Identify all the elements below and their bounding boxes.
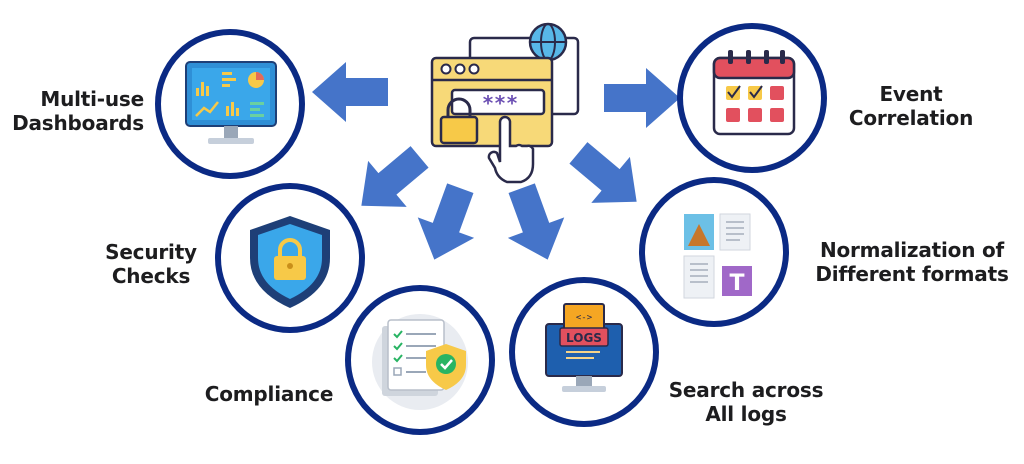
feature-dashboards: [155, 29, 305, 179]
svg-text:T: T: [729, 271, 744, 296]
calendar-icon: [712, 50, 796, 136]
compliance-checklist-icon: [372, 314, 468, 410]
feature-security-checks: [215, 183, 365, 333]
documents-formats-icon: T: [683, 213, 752, 299]
logs-badge: LOGS: [566, 331, 602, 345]
feature-search-logs: <-> LOGS: [509, 277, 659, 427]
feature-normalization: T: [639, 177, 789, 327]
arrow-to-dashboards: [312, 62, 388, 122]
arrow-to-normalization: [559, 129, 656, 225]
arrow-to-event-correlation: [604, 68, 680, 128]
arrow-to-security-checks: [342, 133, 439, 229]
feature-event-correlation: [677, 23, 827, 173]
arrow-to-search-logs: [493, 177, 576, 270]
label-normalization: Normalization of Different formats: [815, 238, 1009, 286]
password-mask: ***: [482, 91, 518, 115]
label-search-logs: Search across All logs: [668, 378, 824, 426]
secure-login-browser-icon: ***: [430, 22, 580, 184]
dashboard-monitor-icon: [185, 61, 277, 144]
shield-lock-icon: [250, 216, 330, 308]
arrow-to-compliance: [406, 177, 489, 270]
label-event-correlation: Event Correlation: [848, 82, 974, 130]
label-dashboards: Multi-use Dashboards: [12, 87, 144, 135]
logs-monitor-icon: <-> LOGS: [545, 303, 623, 392]
label-security-checks: Security Checks: [105, 240, 197, 288]
ring-normalization: [639, 177, 789, 327]
svg-text:<->: <->: [576, 313, 593, 323]
label-compliance: Compliance: [204, 382, 334, 406]
feature-compliance: [345, 285, 495, 435]
